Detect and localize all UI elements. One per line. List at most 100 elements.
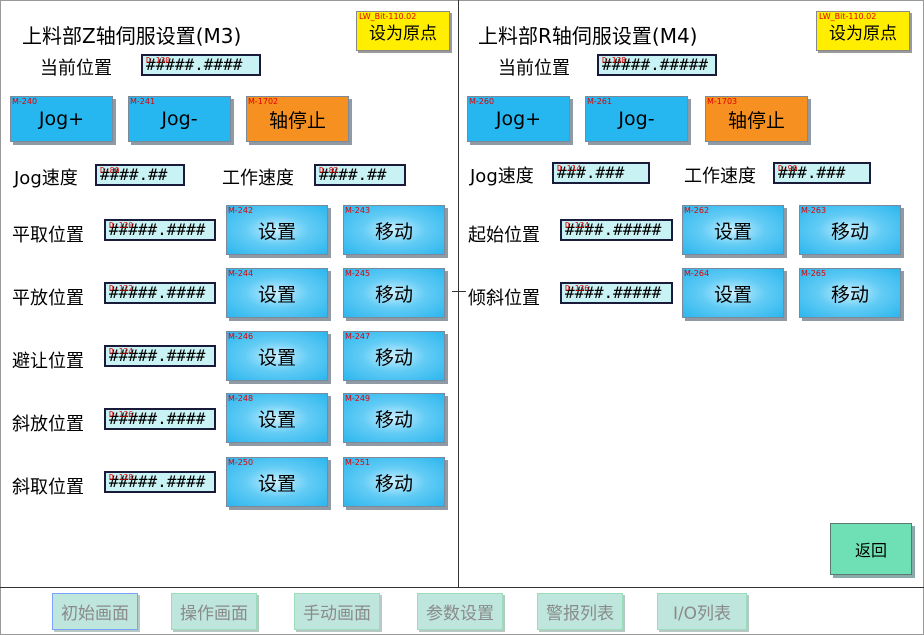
right-row-value: ####.##### xyxy=(565,283,662,302)
left-axis-stop-label: 轴停止 xyxy=(268,109,326,132)
left-row-value: #####.#### xyxy=(109,283,206,302)
left-work-speed-tag: D-82 xyxy=(319,166,339,175)
left-row-move-tag: M-245 xyxy=(345,269,371,278)
left-row-label: 平放位置 xyxy=(12,288,84,309)
left-row-move-button[interactable]: M-247 移动 xyxy=(343,331,445,381)
left-row-set-label: 设置 xyxy=(257,346,296,369)
left-jog-speed-tag: D-80 xyxy=(100,166,120,175)
left-row-tag: D-128 xyxy=(109,473,134,482)
right-row-set-button[interactable]: M-262 设置 xyxy=(682,205,784,255)
right-row-move-button[interactable]: M-263 移动 xyxy=(799,205,901,255)
right-row-set-label: 设置 xyxy=(713,220,752,243)
right-jog-plus-tag: M-260 xyxy=(469,97,495,106)
left-jog-minus-label: Jog- xyxy=(161,108,198,130)
right-axis-stop-button[interactable]: M-1703 轴停止 xyxy=(705,96,808,142)
right-row-move-button[interactable]: M-265 移动 xyxy=(799,268,901,318)
nav-alarm-list-button[interactable]: 警报列表 xyxy=(537,593,623,630)
left-current-pos-value: #####.#### xyxy=(146,55,243,74)
nav-parameter-settings-button[interactable]: 参数设置 xyxy=(417,593,503,630)
right-jog-plus-button[interactable]: M-260 Jog+ xyxy=(467,96,570,142)
left-panel-title: 上料部Z轴伺服设置(M3) xyxy=(22,24,242,48)
right-work-speed-label: 工作速度 xyxy=(684,166,756,187)
right-jog-minus-label: Jog- xyxy=(618,108,655,130)
left-set-origin-button[interactable]: LW_Bit-110.02 设为原点 xyxy=(356,11,450,51)
nav-divider xyxy=(0,587,924,588)
left-row-move-button[interactable]: M-245 移动 xyxy=(343,268,445,318)
right-current-pos-tag: D-138 xyxy=(602,56,627,65)
left-row-move-label: 移动 xyxy=(374,283,413,306)
nav-operation-screen-button[interactable]: 操作画面 xyxy=(171,593,257,630)
left-row-field: D-128 #####.#### xyxy=(104,471,216,493)
left-current-pos-tag: D-130 xyxy=(146,56,171,65)
left-work-speed-field: D-82 ####.## xyxy=(314,164,406,186)
left-row-label: 斜取位置 xyxy=(12,477,84,498)
right-row-field: D-134 ####.##### xyxy=(560,219,673,241)
left-row-set-label: 设置 xyxy=(257,408,296,431)
left-row-move-label: 移动 xyxy=(374,346,413,369)
left-work-speed-label: 工作速度 xyxy=(222,168,294,189)
left-row-label: 平取位置 xyxy=(12,225,84,246)
right-work-speed-tag: D-90 xyxy=(778,164,798,173)
panel-divider xyxy=(458,0,459,588)
left-row-set-button[interactable]: M-242 设置 xyxy=(226,205,328,255)
right-row-label: 起始位置 xyxy=(468,225,540,246)
left-row-set-tag: M-248 xyxy=(228,394,254,403)
left-row-tag: D-122 xyxy=(109,284,134,293)
left-row-set-button[interactable]: M-246 设置 xyxy=(226,331,328,381)
right-set-origin-label: 设为原点 xyxy=(829,23,897,44)
left-row-move-label: 移动 xyxy=(374,220,413,243)
left-row-set-button[interactable]: M-244 设置 xyxy=(226,268,328,318)
right-jog-speed-tag: D-114 xyxy=(557,164,582,173)
right-jog-speed-field: D-114 ###.### xyxy=(552,162,650,184)
left-row-tag: D-120 xyxy=(109,221,134,230)
left-set-origin-label: 设为原点 xyxy=(369,23,437,44)
right-set-origin-button[interactable]: LW_Bit-110.02 设为原点 xyxy=(816,11,910,51)
right-current-pos-field: D-138 #####.##### xyxy=(597,54,717,76)
right-row-move-tag: M-263 xyxy=(801,206,827,215)
left-row-field: D-122 #####.#### xyxy=(104,282,216,304)
left-row-value: #####.#### xyxy=(109,472,206,491)
left-row-tag: D-126 xyxy=(109,410,134,419)
right-jog-minus-button[interactable]: M-261 Jog- xyxy=(585,96,688,142)
left-row-set-button[interactable]: M-248 设置 xyxy=(226,393,328,443)
left-jog-minus-tag: M-241 xyxy=(130,97,156,106)
right-row-set-tag: M-262 xyxy=(684,206,710,215)
right-row-value: ####.##### xyxy=(565,220,662,239)
left-row-set-label: 设置 xyxy=(257,472,296,495)
left-jog-speed-value: ####.## xyxy=(100,165,168,184)
left-row-value: #####.#### xyxy=(109,220,206,239)
nav-initial-screen-button[interactable]: 初始画面 xyxy=(52,593,138,630)
left-jog-minus-button[interactable]: M-241 Jog- xyxy=(128,96,231,142)
left-row-value: #####.#### xyxy=(109,346,206,365)
right-current-pos-label: 当前位置 xyxy=(498,58,570,79)
nav-manual-screen-button[interactable]: 手动画面 xyxy=(294,593,380,630)
left-jog-plus-button[interactable]: M-240 Jog+ xyxy=(10,96,113,142)
left-row-move-button[interactable]: M-251 移动 xyxy=(343,457,445,507)
left-row-field: D-124 #####.#### xyxy=(104,345,216,367)
right-row-move-label: 移动 xyxy=(830,220,869,243)
right-row-field: D-136 ####.##### xyxy=(560,282,673,304)
left-row-move-button[interactable]: M-243 移动 xyxy=(343,205,445,255)
left-row-set-label: 设置 xyxy=(257,220,296,243)
left-row-move-button[interactable]: M-249 移动 xyxy=(343,393,445,443)
left-row-field: D-120 #####.#### xyxy=(104,219,216,241)
right-row-set-label: 设置 xyxy=(713,283,752,306)
left-jog-plus-label: Jog+ xyxy=(38,108,85,130)
nav-io-list-button[interactable]: I/O列表 xyxy=(657,593,747,630)
left-row-set-tag: M-250 xyxy=(228,458,254,467)
left-row-label: 斜放位置 xyxy=(12,414,84,435)
right-work-speed-value: ###.### xyxy=(778,163,846,182)
left-jog-plus-tag: M-240 xyxy=(12,97,38,106)
left-row-set-tag: M-246 xyxy=(228,332,254,341)
left-axis-stop-button[interactable]: M-1702 轴停止 xyxy=(246,96,349,142)
right-panel-title: 上料部R轴伺服设置(M4) xyxy=(478,24,698,48)
left-row-set-button[interactable]: M-250 设置 xyxy=(226,457,328,507)
right-row-move-label: 移动 xyxy=(830,283,869,306)
left-row-move-tag: M-251 xyxy=(345,458,371,467)
back-button[interactable]: 返回 xyxy=(830,523,912,575)
left-set-origin-tag: LW_Bit-110.02 xyxy=(359,12,417,21)
right-jog-speed-label: Jog速度 xyxy=(470,166,534,187)
right-row-tag: D-136 xyxy=(565,284,590,293)
right-jog-minus-tag: M-261 xyxy=(587,97,613,106)
right-row-set-button[interactable]: M-264 设置 xyxy=(682,268,784,318)
